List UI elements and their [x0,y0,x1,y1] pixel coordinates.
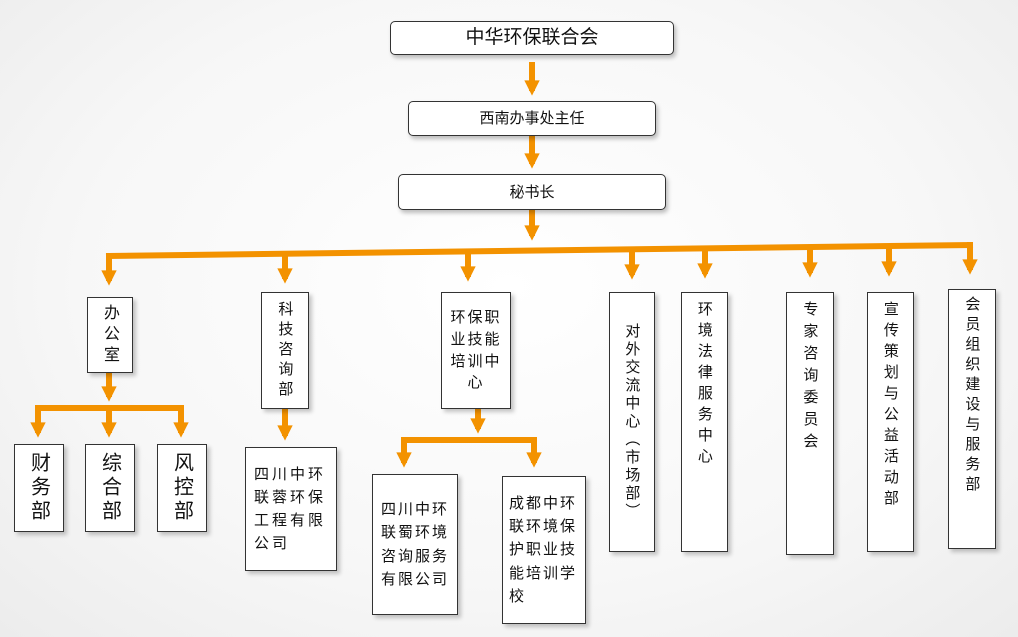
unit-risk-label: 风控部 [170,452,195,524]
sub-shu-consulting-label: 四川中环联蜀环境咨询服务有限公司 [381,500,450,588]
dept-tech-consulting-label: 科技咨询部 [276,300,295,401]
node-root-label: 中华环保联合会 [465,26,599,49]
dept-member-services: 会员组织建设与服务部 [948,289,996,549]
dept-exchange-center: 对外交流中心（市场部） [609,292,655,552]
sub-training-school: 成都中环联环境保护职业技能培训学校 [502,476,586,624]
dept-law-center: 环境法律服务中心 [681,292,728,552]
dept-member-services-label: 会员组织建设与服务部 [963,296,982,496]
node-southwest-director-label: 西南办事处主任 [479,109,585,128]
unit-general-label: 综合部 [98,452,123,524]
unit-risk: 风控部 [157,444,207,532]
sub-rong-engineering: 四川中环联蓉环保工程有限公司 [245,447,337,571]
node-secretary-general-label: 秘书长 [509,182,555,201]
sub-rong-engineering-label: 四川中环联蓉环保工程有限公司 [254,464,327,553]
node-root: 中华环保联合会 [390,21,674,55]
dept-expert-committee: 专家咨询委员会 [786,292,834,555]
department-bus [105,241,974,260]
sub-training-school-label: 成都中环联环境保护职业技能培训学校 [509,493,578,605]
dept-exchange-center-label: 对外交流中心（市场部） [623,323,642,521]
dept-office: 办公室 [87,297,133,373]
node-secretary-general: 秘书长 [398,174,666,210]
dept-publicity-label: 宣传策划与公益活动部 [881,301,900,511]
node-southwest-director: 西南办事处主任 [408,101,656,136]
dept-tech-consulting: 科技咨询部 [261,292,309,409]
dept-office-label: 办公室 [101,303,120,367]
dept-training-center: 环保职业技能培训中心 [441,292,511,409]
sub-shu-consulting: 四川中环联蜀环境咨询服务有限公司 [372,474,458,615]
unit-finance: 财务部 [14,444,64,532]
dept-law-center-label: 环境法律服务中心 [695,301,714,469]
dept-expert-committee-label: 专家咨询委员会 [801,301,820,455]
dept-publicity: 宣传策划与公益活动部 [867,292,914,552]
dept-training-center-label: 环保职业技能培训中心 [450,308,502,392]
unit-finance-label: 财务部 [27,452,52,524]
unit-general: 综合部 [85,444,135,532]
